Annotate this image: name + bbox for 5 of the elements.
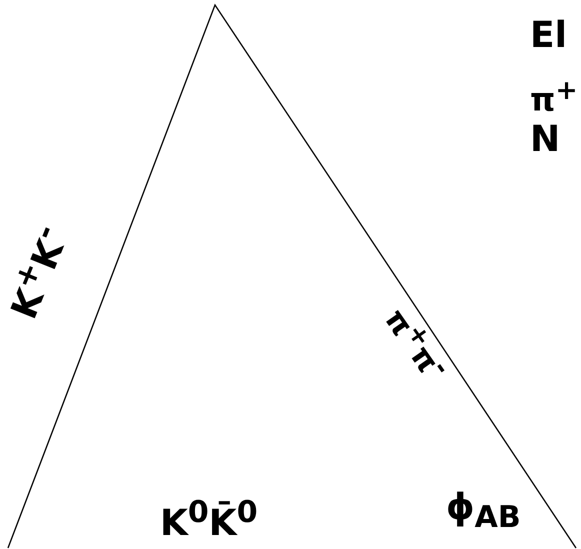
corner-label: ϕ$_{AB}$ xyxy=(446,490,521,534)
symbol-label: π$^{+}$ xyxy=(530,78,578,116)
heading-text: El xyxy=(530,18,567,54)
heading-text: N xyxy=(530,122,560,158)
side-label: K$^{0}$K̄$^{0}$ xyxy=(160,498,258,542)
